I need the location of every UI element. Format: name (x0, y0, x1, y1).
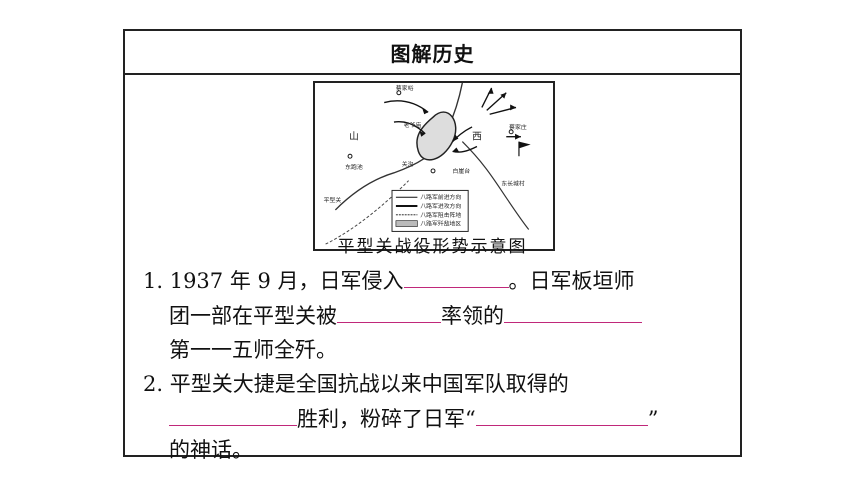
question-text: 的神话。 (169, 438, 253, 462)
answer-blank[interactable] (169, 403, 297, 426)
map-label-guanggou: 关沟 (402, 160, 414, 168)
map-label-east-town: 蔡家庄 (509, 123, 527, 131)
question-2-line-1: 2. 平型关大捷是全国抗战以来中国军队取得的 (143, 367, 569, 402)
map-label-dongchang: 东长城村 (501, 180, 525, 188)
section-title: 图解历史 (125, 31, 740, 75)
question-1-line-3: 第一一五师全歼。 (169, 333, 337, 368)
map-label-pingxingguan: 平型关 (324, 196, 342, 204)
legend-item-1: 八路军前进方向 (420, 193, 461, 201)
battle-map: 山 西 平型关 东跑池 老爷庙 关沟 白崖台 蔡家峪 蔡家庄 东长城村 八路军前… (313, 81, 555, 251)
legend-item-4: 八路军歼敌地区 (420, 220, 461, 228)
answer-blank[interactable] (475, 403, 648, 426)
map-caption: 平型关战役形势示意图 (337, 237, 528, 257)
question-text: 团一部在平型关被 (169, 304, 337, 328)
map-label-laoyemiao: 老爷庙 (404, 121, 422, 129)
legend-item-2: 八路军进攻方向 (420, 202, 461, 210)
map-label-north-town: 蔡家峪 (396, 84, 414, 92)
question-text: 。日军板垣师 (508, 269, 635, 293)
answer-blank[interactable] (504, 300, 642, 323)
question-text: 第一一五师全歼。 (169, 338, 337, 362)
history-diagram-panel: 图解历史 (123, 29, 742, 462)
answer-blank[interactable] (403, 265, 509, 288)
question-text: 率领的 (441, 304, 504, 328)
question-2-line-2: 胜利，粉碎了日军“ ” (169, 402, 659, 437)
question-text: 1. 1937 年 9 月，日军侵入 (143, 269, 404, 293)
map-label-baiyatai: 白崖台 (453, 167, 471, 175)
question-1-line-1: 1. 1937 年 9 月，日军侵入 。日军板垣师 (143, 264, 635, 299)
question-2-line-3: 的神话。 (169, 433, 253, 468)
legend-item-3: 八路军阻击阵地 (420, 211, 461, 219)
answer-blank[interactable] (337, 300, 441, 323)
question-text: 2. 平型关大捷是全国抗战以来中国军队取得的 (143, 372, 569, 396)
map-label-dongpao: 东跑池 (345, 163, 363, 171)
question-text: 胜利，粉碎了日军“ (297, 407, 476, 431)
question-text: ” (647, 407, 659, 431)
map-label-shan: 山 (349, 131, 359, 143)
battle-map-drawing: 山 西 平型关 东跑池 老爷庙 关沟 白崖台 蔡家峪 蔡家庄 东长城村 八路军前… (324, 83, 531, 245)
map-label-xi: 西 (472, 132, 482, 143)
question-1-line-2: 团一部在平型关被 率领的 (169, 299, 642, 334)
